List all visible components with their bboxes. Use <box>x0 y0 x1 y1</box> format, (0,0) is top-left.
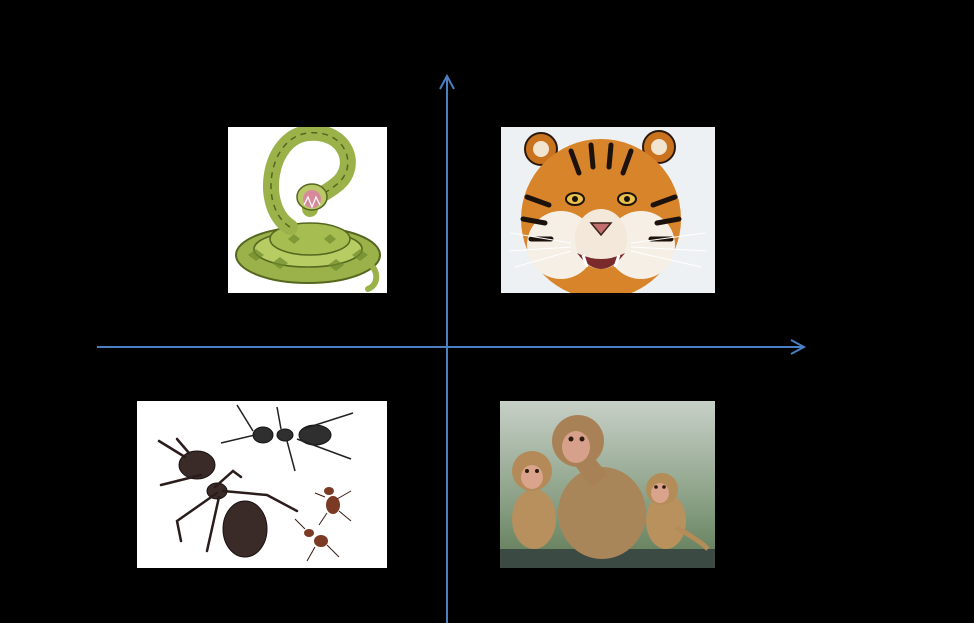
monkeys-image <box>500 401 715 568</box>
monkeys-icon <box>500 401 715 568</box>
tiger-image <box>501 127 715 293</box>
ants-icon <box>137 401 387 568</box>
vertical-axis-arrowhead <box>439 73 455 90</box>
snake-image <box>228 127 387 293</box>
tiger-icon <box>501 127 715 293</box>
ants-image <box>137 401 387 568</box>
snake-icon <box>228 127 387 293</box>
horizontal-axis-arrowhead <box>790 339 807 355</box>
